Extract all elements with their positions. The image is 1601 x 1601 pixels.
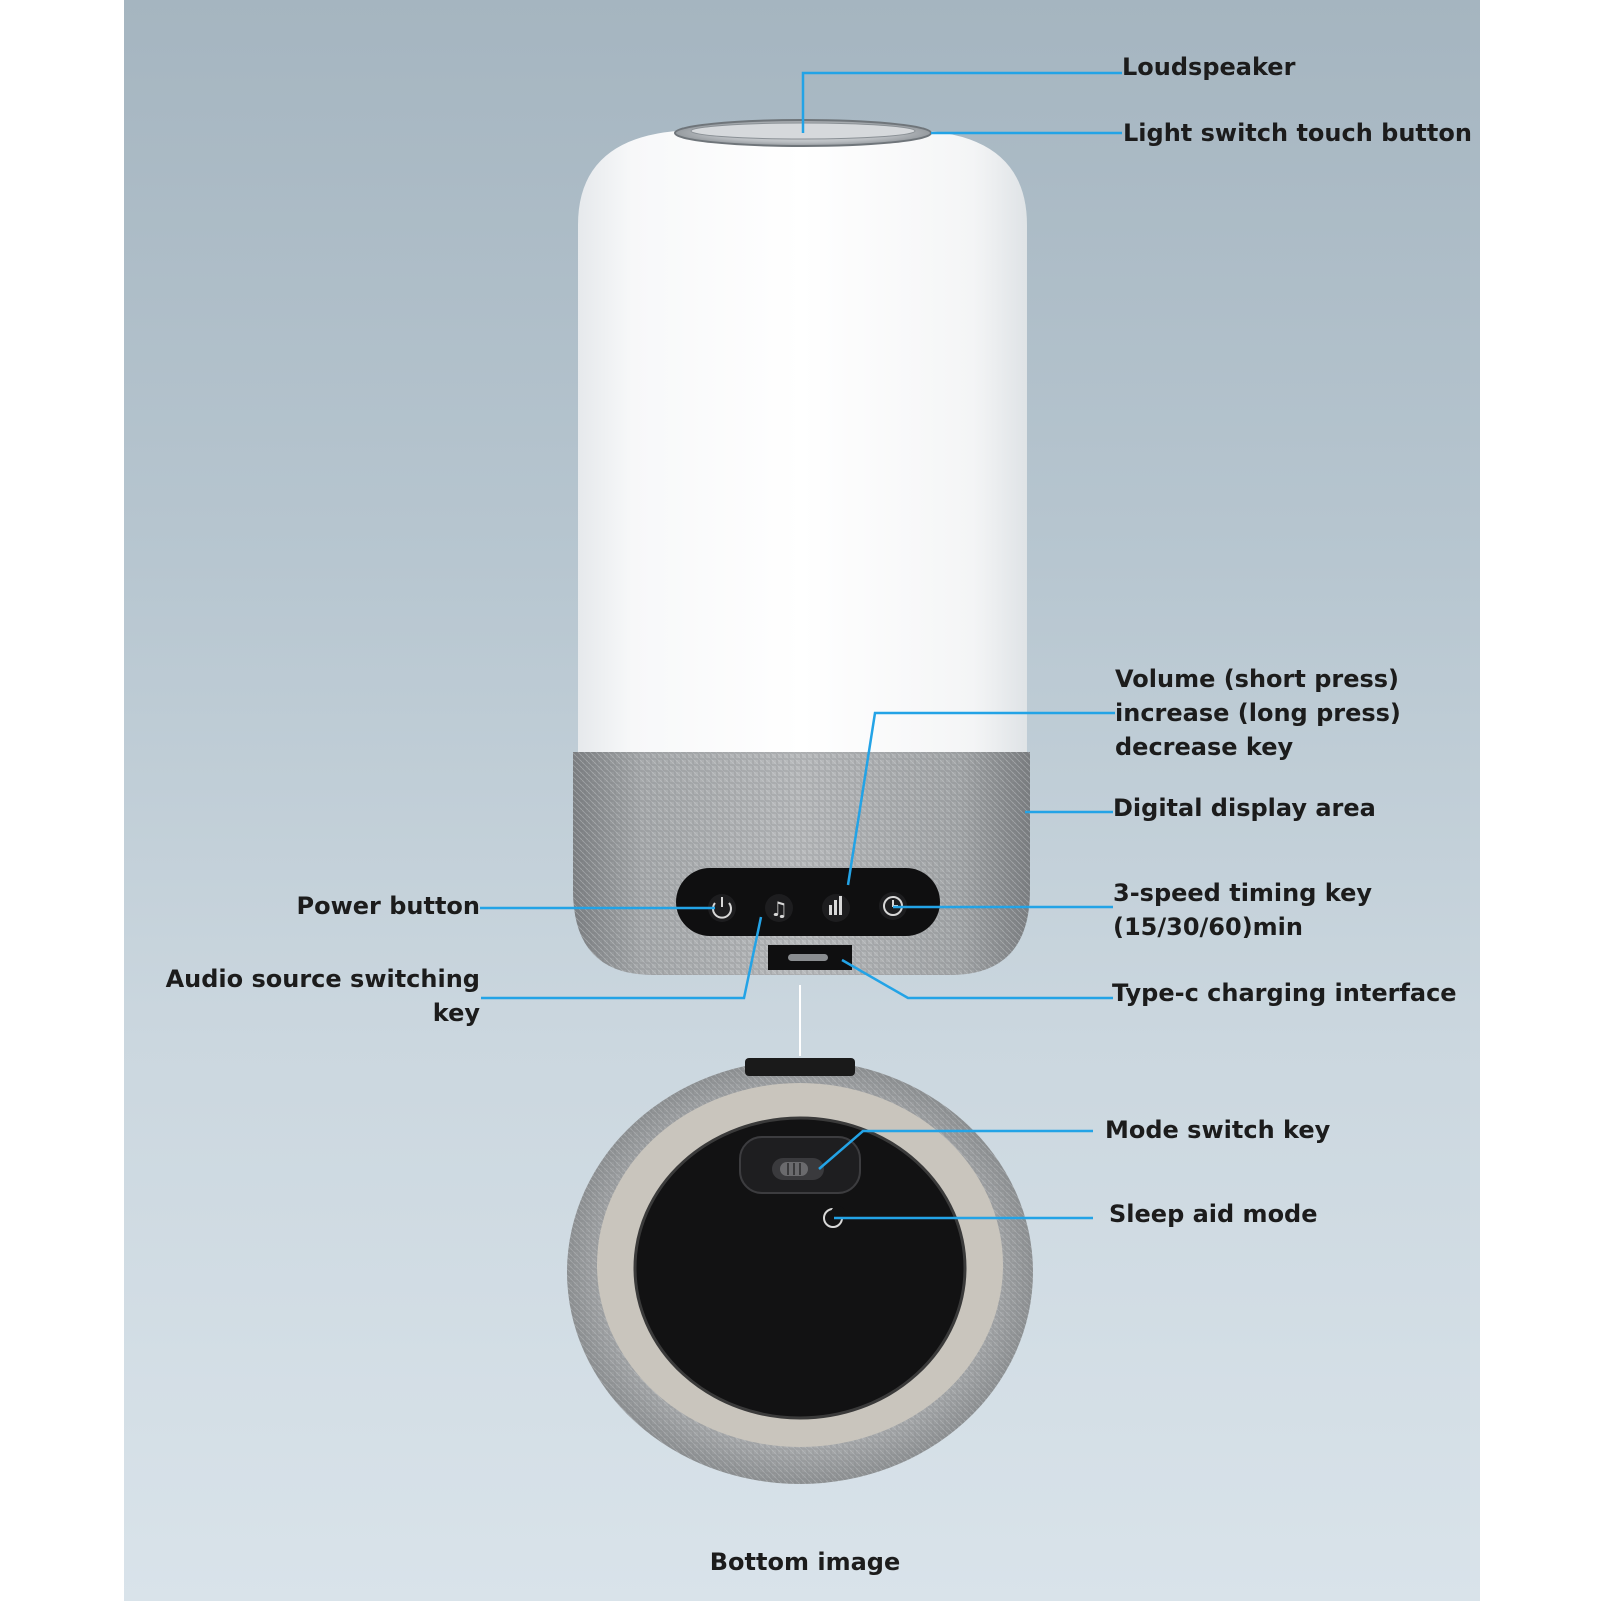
label-typec-charging-interface: Type-c charging interface [1112,979,1457,1007]
volume-key-icon [822,894,850,922]
leader-lines [480,71,1122,1220]
control-panel: ♫ [676,868,940,936]
leader-volume [846,711,1115,886]
label-bottom-image: Bottom image [709,1548,901,1576]
label-audio-line2: key [432,999,480,1027]
label-loudspeaker: Loudspeaker [1122,53,1296,81]
music-note-icon: ♫ [765,894,793,922]
leader-mode-switch [818,1129,1093,1170]
typec-port [768,945,852,970]
label-mode-switch-key: Mode switch key [1105,1116,1331,1144]
leader-audio [481,916,763,1000]
label-power-button: Power button [296,892,480,920]
label-sleep-aid-mode: Sleep aid mode [1109,1200,1318,1228]
lamp-body [578,130,1027,760]
bottom-view [567,1058,1033,1484]
leader-loudspeaker [801,71,1122,133]
mode-switch [739,1136,861,1194]
label-volume-line1: Volume (short press) [1115,665,1400,693]
label-digital-display-area: Digital display area [1113,794,1376,822]
label-timing-line2: (15/30/60)min [1113,913,1303,941]
label-timing-line1: 3-speed timing key [1113,879,1373,907]
svg-text:♫: ♫ [770,897,788,921]
label-volume-line3: decrease key [1115,733,1294,761]
leader-typec [841,958,1113,1000]
label-volume-line2: increase (long press) [1115,699,1401,727]
label-light-switch-touch-button: Light switch touch button [1123,119,1472,147]
label-audio-line1: Audio source switching [165,965,480,993]
